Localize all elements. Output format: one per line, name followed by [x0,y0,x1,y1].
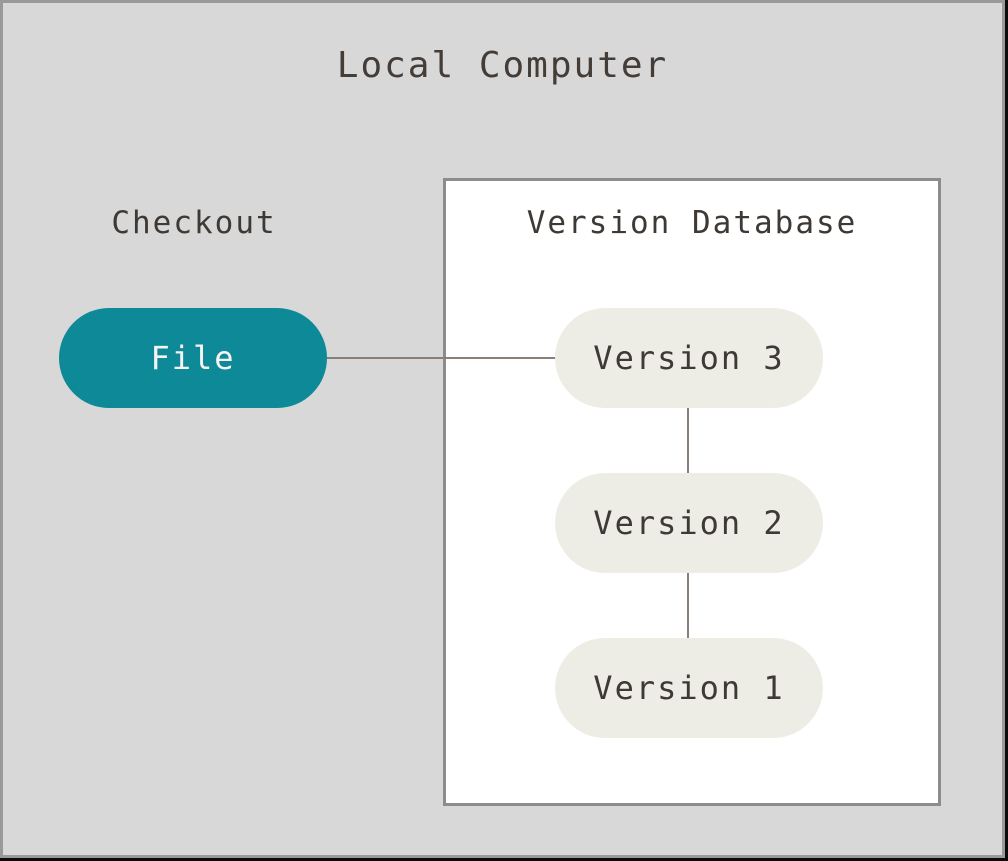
version-1-node: Version 1 [555,638,823,738]
file-node: File [59,308,327,408]
local-computer-title: Local Computer [336,45,669,86]
version-3-node: Version 3 [555,308,823,408]
connector-file-to-version3 [327,357,561,359]
checkout-label: Checkout [111,205,277,241]
version-2-node: Version 2 [555,473,823,573]
connector-version3-to-version2 [687,407,689,473]
version-database-title: Version Database [526,205,858,241]
connector-version2-to-version1 [687,572,689,638]
